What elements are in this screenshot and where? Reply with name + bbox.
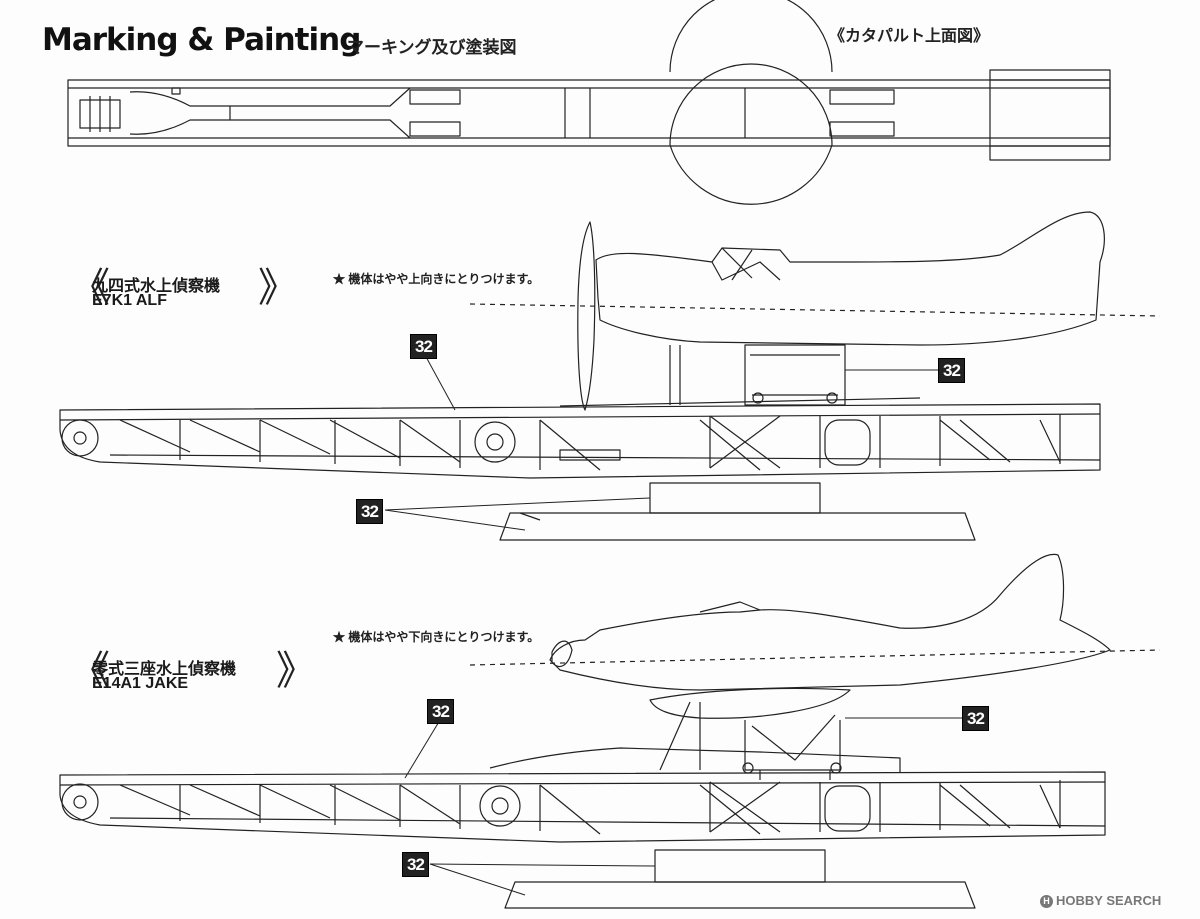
lower-catapult-side xyxy=(59,771,1106,909)
e7k1-jp-name: 九四式水上偵察機 xyxy=(92,278,221,295)
e7k1-reference-line xyxy=(469,303,1161,317)
close-bracket: 》 xyxy=(258,265,298,311)
upper-catapult-side xyxy=(59,397,1101,541)
e7k1-aircraft-outline xyxy=(577,211,1105,411)
part-number-badge: 32 xyxy=(938,358,965,383)
e14a1-reference-line xyxy=(469,649,1161,666)
part-number-badge: 32 xyxy=(402,852,429,877)
open-bracket: 《 xyxy=(70,648,110,694)
hobby-search-logo-icon: H xyxy=(1040,895,1053,909)
part-number-badge: 32 xyxy=(356,499,383,524)
e7k1-mounting-note: ★ 機体はやや上向きにとりつけます。 xyxy=(333,272,540,286)
page-subtitle: マーキング及び塗装図 xyxy=(347,38,517,57)
part-number-badge: 32 xyxy=(410,334,437,359)
leader-lines xyxy=(384,354,962,896)
page-title: Marking & Painting xyxy=(42,22,361,58)
close-bracket: 》 xyxy=(276,648,316,694)
catapult-top-view xyxy=(67,0,1111,205)
e7k1-en-name: E7K1 ALF xyxy=(92,292,167,309)
catapult-top-view-label: 《カタパルト上面図》 xyxy=(829,28,990,45)
part-number-badge: 32 xyxy=(427,699,454,724)
e14a1-aircraft-outline xyxy=(489,553,1111,780)
e14a1-jp-name: 零式三座水上偵察機 xyxy=(92,661,237,678)
open-bracket: 《 xyxy=(70,265,110,311)
watermark-text: HOBBY SEARCH xyxy=(1056,893,1162,908)
e14a1-mounting-note: ★ 機体はやや下向きにとりつけます。 xyxy=(333,630,540,644)
part-number-badge: 32 xyxy=(962,706,989,731)
e14a1-en-name: E14A1 JAKE xyxy=(92,675,189,692)
